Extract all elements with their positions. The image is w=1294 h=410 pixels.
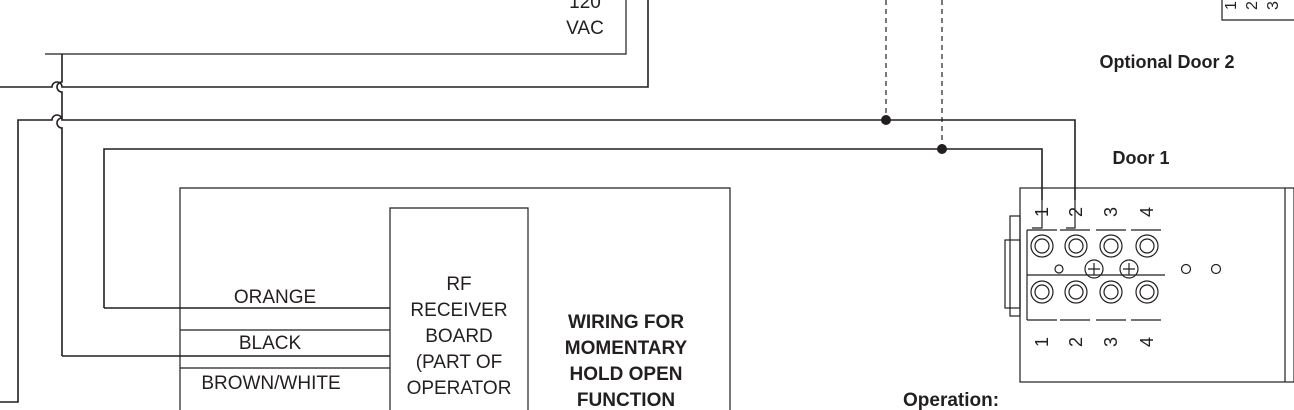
door1-bottom-terminal-4: 4 [1137,337,1157,347]
terminal-screw [1139,238,1155,254]
junction-dot [881,115,891,125]
optional-door-connections [881,0,947,154]
terminal-screw [1068,238,1084,254]
function-label: WIRING FOR MOMENTARY HOLD OPEN FUNCTION [565,312,688,410]
terminal-screw [1103,284,1119,300]
optional-door-2: 1 2 3 Optional Door 2 [1100,0,1294,72]
door1-top-terminal-4: 4 [1137,207,1157,217]
function-label-line3: HOLD OPEN [570,364,683,385]
mounting-hole [1180,263,1192,275]
terminal-screw [1034,238,1050,254]
terminal-screw [1030,280,1054,304]
wire-label-black: BLACK [239,333,302,354]
optional-door-title: Optional Door 2 [1100,52,1235,72]
power-supply-box: 120 VAC [45,0,627,55]
optional-door-terminal: 1 [1223,1,1240,10]
receiver-label-line5: OPERATOR [407,378,512,399]
receiver-label-line3: BOARD [425,326,493,347]
terminal-screw [1030,234,1054,258]
terminal-screw [1099,280,1123,304]
receiver-label: RF RECEIVER BOARD (PART OF OPERATOR [407,274,512,399]
door1-terminal-block [1004,187,1294,383]
mounting-screw [1119,259,1139,279]
door1-top-terminal-2: 2 [1066,207,1086,217]
wire-labels: ORANGE BLACK BROWN/WHITE [201,287,340,394]
wire-label-brown-white: BROWN/WHITE [201,373,340,394]
function-label-line2: MOMENTARY [565,338,688,359]
terminal-screw [1064,280,1088,304]
receiver-label-line2: RECEIVER [410,300,507,321]
door1-top-terminal-1: 1 [1032,207,1052,217]
receiver-enclosure [179,187,731,410]
terminal-screw [1139,284,1155,300]
junction-dot [937,144,947,154]
terminal-screw [1135,234,1159,258]
terminal-screw [1135,280,1159,304]
power-label-line1: 120 [569,0,601,13]
door1-top-terminal-3: 3 [1101,207,1121,217]
terminal-screw [1099,234,1123,258]
mounting-hole [1210,263,1222,275]
receiver-label-line1: RF [446,274,471,295]
door1-bottom-terminal-2: 2 [1066,337,1086,347]
mounting-screw [1084,259,1104,279]
door1-bottom-terminal-1: 1 [1032,337,1052,347]
mounting-hole [1054,264,1064,274]
door1-title: Door 1 [1112,148,1169,168]
power-label-line2: VAC [566,18,604,39]
terminal-screw [1064,234,1088,258]
receiver-label-line4: (PART OF [416,352,503,373]
terminal-screw [1103,238,1119,254]
optional-door-terminal: 3 [1265,1,1282,10]
terminal-screw [1034,284,1050,300]
function-label-line4: FUNCTION [577,390,675,410]
function-label-line1: WIRING FOR [568,312,684,333]
door1-bottom-terminal-3: 3 [1101,337,1121,347]
operation-heading: Operation: [903,390,999,410]
left-wiring [0,0,1076,403]
door1-top-terminal-labels: 1 2 3 4 [1032,207,1157,217]
optional-door-terminal: 2 [1244,1,1261,10]
terminal-screw [1068,284,1084,300]
wire-label-orange: ORANGE [234,287,316,308]
door1-bottom-terminal-labels: 1 2 3 4 [1032,337,1157,347]
